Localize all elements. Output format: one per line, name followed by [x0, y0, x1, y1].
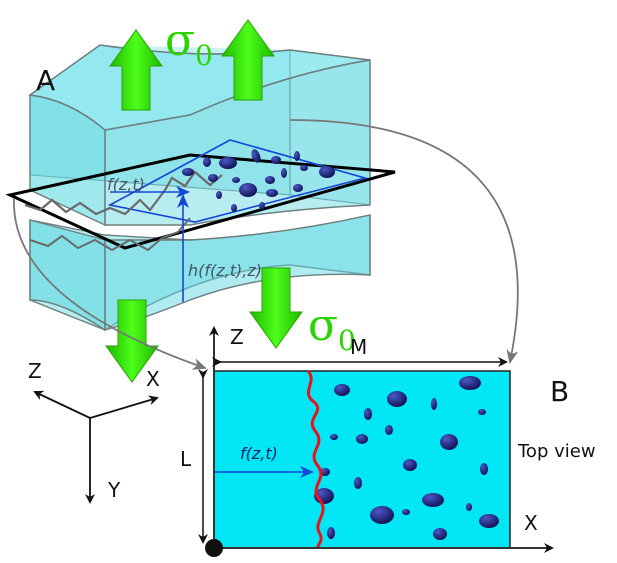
dim-m-label: M — [350, 335, 367, 359]
b-axis-z-label: Z — [230, 325, 244, 349]
top-f-label: f(z,t) — [240, 444, 278, 463]
top-view-crack-front — [306, 369, 325, 550]
axis-x-label: X — [146, 367, 160, 391]
crack-plane — [5, 153, 396, 250]
front-h-label: h(f(z,t),z) — [188, 261, 262, 280]
stress-arrow-top-right — [221, 19, 275, 101]
crack-front-3d — [24, 170, 223, 216]
panel-b-label: B — [550, 375, 569, 408]
inner-plane — [107, 139, 369, 223]
projection-curve-right — [289, 119, 519, 364]
b-axis-x-label: X — [524, 511, 538, 535]
dim-l-label: L — [180, 447, 192, 471]
top-view-inclusions — [314, 376, 499, 540]
stress-arrow-bottom-right — [249, 267, 303, 349]
sigma-top-label: σ0 — [165, 15, 213, 72]
b-origin — [205, 539, 223, 557]
crack-front-3d-lower — [29, 217, 191, 252]
axis-z-label: Z — [28, 359, 42, 383]
axis-y-label: Y — [107, 478, 121, 502]
sigma-bottom-label: σ0 — [308, 300, 356, 357]
stress-arrow-bottom-left — [105, 299, 159, 383]
upper-block — [28, 44, 371, 227]
top-view-label: Top view — [517, 441, 596, 462]
block-inclusions — [182, 149, 335, 212]
stress-arrow-top-left — [109, 29, 163, 111]
projection-curve-left — [13, 197, 207, 370]
panel-a-label: A — [36, 64, 55, 97]
axis-triad — [33, 390, 159, 504]
front-f-label: f(z,t) — [107, 175, 145, 194]
